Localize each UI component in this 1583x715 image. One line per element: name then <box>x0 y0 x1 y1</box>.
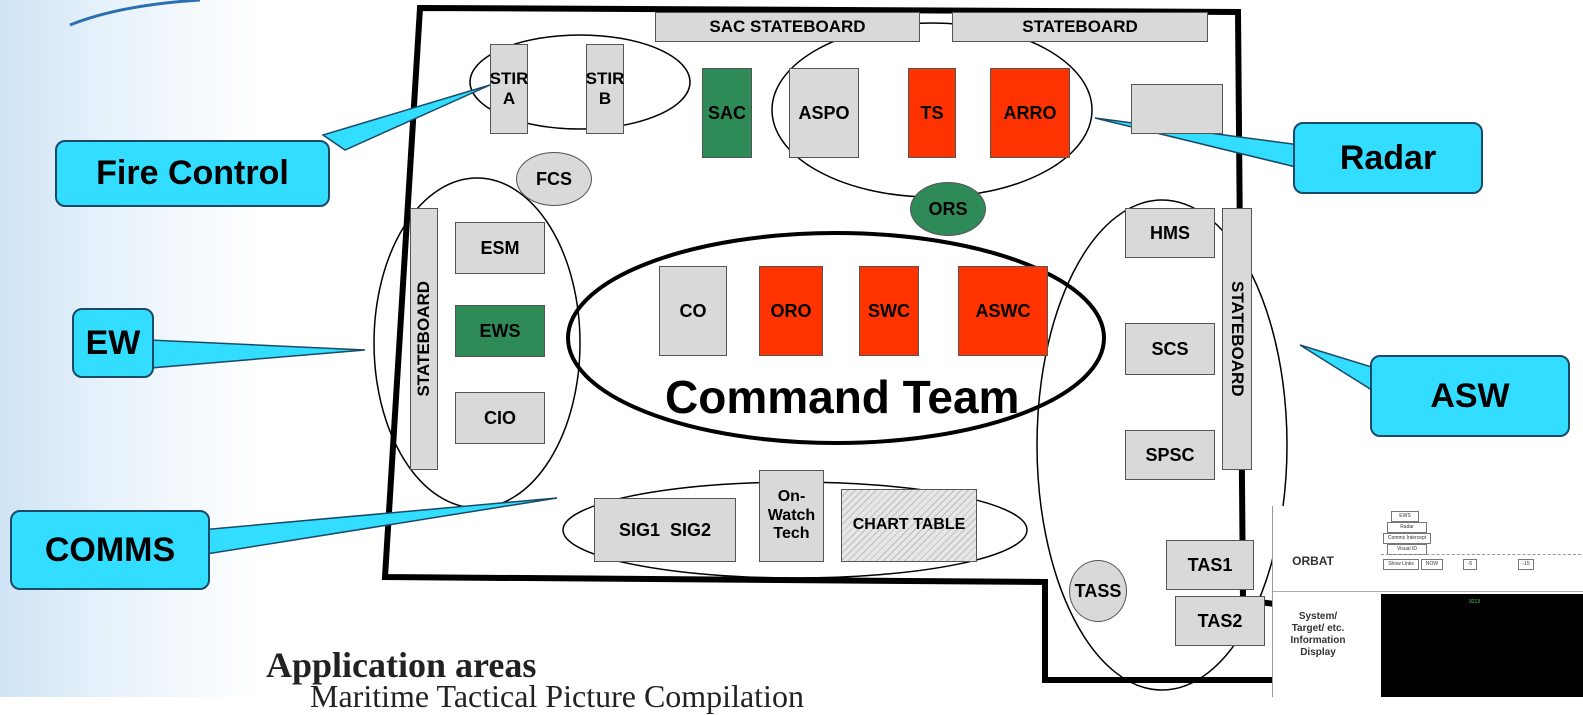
command-team-ellipse <box>566 231 1106 445</box>
right-stateboard: STATEBOARD <box>1222 208 1252 470</box>
right-stateboard-label: STATEBOARD <box>1227 281 1247 397</box>
asw-pointer <box>1299 344 1376 394</box>
station-aspo: ASPO <box>789 68 859 158</box>
chart-table: CHART TABLE <box>841 489 977 562</box>
station-fcs: FCS <box>516 152 592 206</box>
station-ts: TS <box>908 68 956 158</box>
orbat-thumbnail: ORBAT System/ Target/ etc. Information D… <box>1272 506 1583 697</box>
application-areas-heading: Application areas <box>266 645 537 685</box>
callout-fire-control: Fire Control <box>55 140 330 207</box>
information-display-screen: 9213 <box>1381 594 1583 697</box>
command-team-label: Command Team <box>665 371 1020 423</box>
station-aswc: ASWC <box>958 266 1048 356</box>
station-tass: TASS <box>1069 560 1127 622</box>
comms-pointer <box>199 497 558 556</box>
orbat-timeline <box>1381 554 1581 556</box>
stir-group-ellipse <box>469 34 691 130</box>
callout-comms: COMMS <box>10 510 210 590</box>
station-radar-console <box>1131 84 1223 134</box>
orbat-row-comms: Comms Intercept <box>1383 533 1431 544</box>
left-stateboard: STATEBOARD <box>410 208 438 470</box>
callout-ew: EW <box>72 308 154 378</box>
orbat-label: ORBAT <box>1292 554 1334 568</box>
asw-group-ellipse <box>1036 199 1288 691</box>
show-links-button[interactable]: Show Links <box>1383 559 1419 570</box>
sac-stateboard: SAC STATEBOARD <box>655 12 920 42</box>
orbat-row-radar: Radar <box>1387 522 1427 533</box>
display-label: System/ Target/ etc. Information Display <box>1290 611 1346 658</box>
callout-asw: ASW <box>1370 355 1570 437</box>
station-sig: SIG1 SIG2 <box>594 498 736 562</box>
station-hms: HMS <box>1125 208 1215 258</box>
orbat-row-ews: EWS <box>1391 511 1419 522</box>
now-button[interactable]: NOW <box>1421 559 1443 570</box>
station-arro: ARRO <box>990 68 1070 158</box>
blip-label: 9213 <box>1469 599 1481 605</box>
station-co: CO <box>659 266 727 356</box>
station-tas2: TAS2 <box>1175 596 1265 646</box>
station-sac: SAC <box>702 68 752 158</box>
callout-radar: Radar <box>1293 122 1483 194</box>
station-swc: SWC <box>859 266 919 356</box>
station-tas1: TAS1 <box>1166 540 1254 590</box>
station-cio: CIO <box>455 392 545 444</box>
station-oro: ORO <box>759 266 823 356</box>
fire-control-pointer <box>321 84 491 151</box>
minus-5-button[interactable]: -5 <box>1463 559 1477 570</box>
station-stir-a: STIR A <box>490 44 528 134</box>
station-on-watch-tech: On- Watch Tech <box>759 470 824 562</box>
top-stateboard: STATEBOARD <box>952 12 1208 42</box>
station-ors: ORS <box>910 182 986 236</box>
left-stateboard-label: STATEBOARD <box>414 281 434 397</box>
station-spsc: SPSC <box>1125 430 1215 480</box>
minus-15-button[interactable]: -15 <box>1518 559 1534 570</box>
station-scs: SCS <box>1125 323 1215 375</box>
thumbnail-divider <box>1273 591 1583 592</box>
logo-swoosh <box>69 0 201 27</box>
station-esm: ESM <box>455 222 545 274</box>
station-ews: EWS <box>455 305 545 357</box>
ew-pointer <box>149 339 366 369</box>
station-stir-b: STIR B <box>586 44 624 134</box>
